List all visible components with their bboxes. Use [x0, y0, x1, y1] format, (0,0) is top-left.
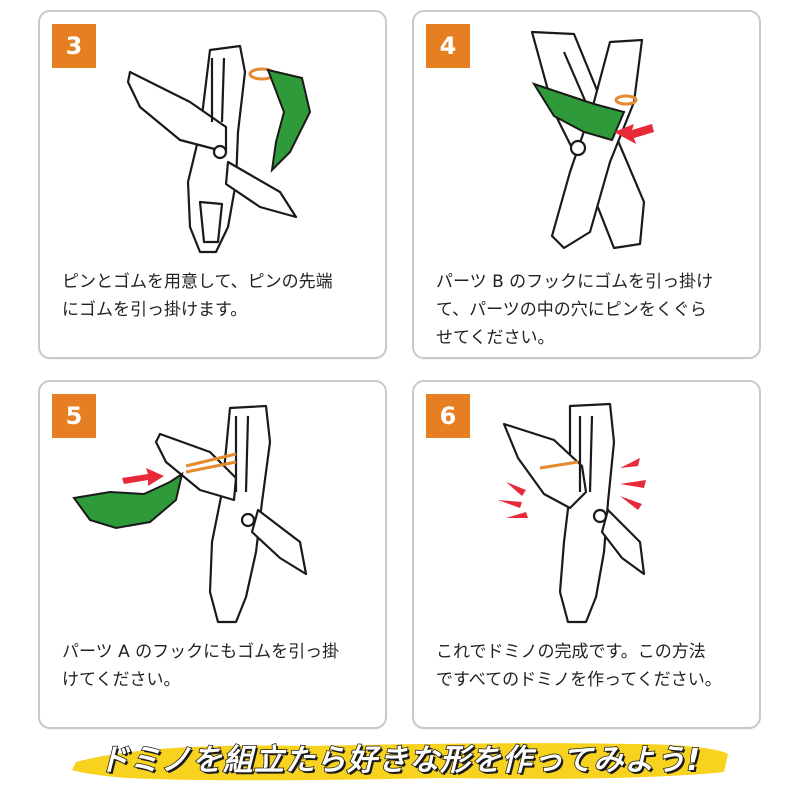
red-arrow-icon — [122, 468, 164, 486]
green-part-icon — [531, 82, 626, 142]
step-number-badge: 3 — [52, 24, 96, 68]
yellow-brush-stroke-icon — [72, 743, 728, 781]
step-5-caption: パーツ A のフックにもゴムを引っ掛 けてください。 — [62, 642, 340, 690]
rubber-band-icon — [614, 94, 638, 106]
step-card-5: 5 パーツ A のフックにもゴムを引っ掛 けてください。 — [38, 380, 387, 729]
step-number-badge: 6 — [426, 394, 470, 438]
bottom-banner: ドミノを組立たら好きな形を作ってみよう! — [68, 728, 732, 786]
step-6-illustration — [498, 402, 646, 624]
step-card-3: 3 ピンとゴムを用意して、ピンの先端 にゴムを引っ掛けます。 — [38, 10, 387, 359]
step-6-caption: これでドミノの完成です。この方法 ですべてのドミノを作ってください。 — [436, 642, 722, 690]
domino-part-a-icon — [154, 404, 308, 624]
pin-icon — [266, 68, 312, 173]
impact-lines-icon — [498, 458, 646, 518]
rubber-band-icon — [539, 460, 579, 470]
banner-message: ドミノを組立たら好きな形を作ってみよう! — [98, 742, 702, 779]
step-card-6: 6 これでドミノの完成です。この方法 ですべてのドミノを作ってください。 — [412, 380, 761, 729]
step-number-badge: 4 — [426, 24, 470, 68]
green-part-icon — [72, 471, 184, 530]
rubber-band-icon — [185, 452, 237, 474]
red-arrow-icon — [614, 124, 654, 144]
step-card-4: 4 パーツ B のフックにゴムを引っ掛け て、パーツの中の穴にピンをくぐら せて… — [412, 10, 761, 359]
domino-part-icon — [126, 44, 298, 254]
domino-part-b-icon — [530, 30, 646, 250]
step-number-badge: 5 — [52, 394, 96, 438]
step-3-illustration — [126, 44, 312, 254]
step-3-caption: ピンとゴムを用意して、ピンの先端 にゴムを引っ掛けます。 — [62, 272, 333, 320]
step-4-illustration — [530, 30, 654, 250]
step-5-illustration — [72, 404, 308, 624]
step-4-caption: パーツ B のフックにゴムを引っ掛け て、パーツの中の穴にピンをくぐら せてくだ… — [436, 272, 714, 348]
